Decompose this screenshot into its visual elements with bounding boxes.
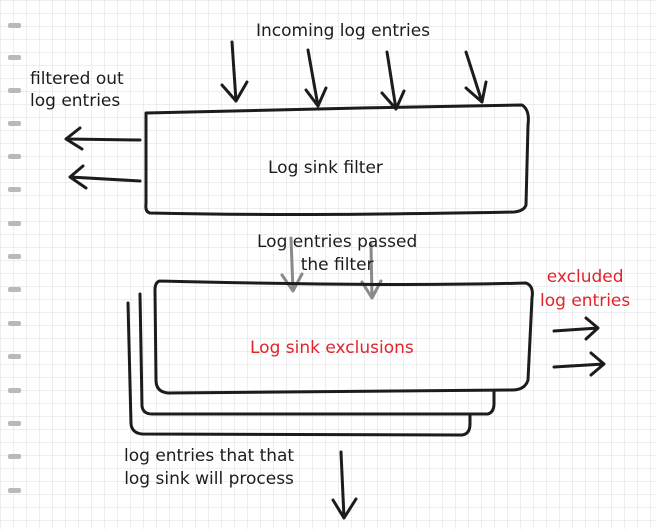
filter-box (144, 103, 530, 217)
incoming-arrows (220, 40, 488, 111)
passed-arrow-2 (360, 242, 383, 300)
notebook-binding-holes (8, 23, 21, 493)
filtered-out-arrows (64, 126, 142, 190)
process-line-1: log entries that that (124, 446, 295, 466)
exclusions-box-back (126, 301, 472, 437)
filtered-out-line-1: filtered out (30, 69, 124, 89)
exclusions-box-front (153, 279, 534, 395)
passed-line-2: the filter (300, 255, 374, 275)
incoming-label: Incoming log entries (256, 21, 431, 41)
incoming-arrow-2 (304, 48, 328, 108)
filtered-out-label: filtered out log entries (30, 68, 124, 112)
exclusions-stack (126, 279, 534, 437)
exclusions-box-middle (138, 292, 496, 416)
filter-box-label: Log sink filter (268, 158, 383, 178)
excluded-line-1: excluded (546, 267, 624, 287)
process-arrow (331, 450, 358, 520)
exclusions-box-label: Log sink exclusions (250, 338, 414, 358)
process-label: log entries that that log sink will proc… (124, 445, 294, 491)
filtered-out-line-2: log entries (30, 91, 121, 111)
excluded-arrow-1 (552, 316, 600, 341)
passed-label: Log entries passed the filter (257, 231, 417, 277)
excluded-arrow-2 (552, 351, 606, 377)
incoming-arrow-4 (464, 50, 488, 104)
filtered-out-arrow-2 (68, 164, 142, 190)
excluded-arrows (552, 316, 606, 377)
excluded-line-2: log entries (540, 291, 631, 311)
process-line-2: log sink will process (124, 469, 294, 489)
excluded-label: excluded log entries (540, 265, 630, 313)
passed-line-1: Log entries passed (257, 232, 418, 252)
incoming-arrow-1 (220, 40, 249, 103)
incoming-arrow-3 (380, 50, 406, 111)
filtered-out-arrow-1 (64, 126, 142, 151)
